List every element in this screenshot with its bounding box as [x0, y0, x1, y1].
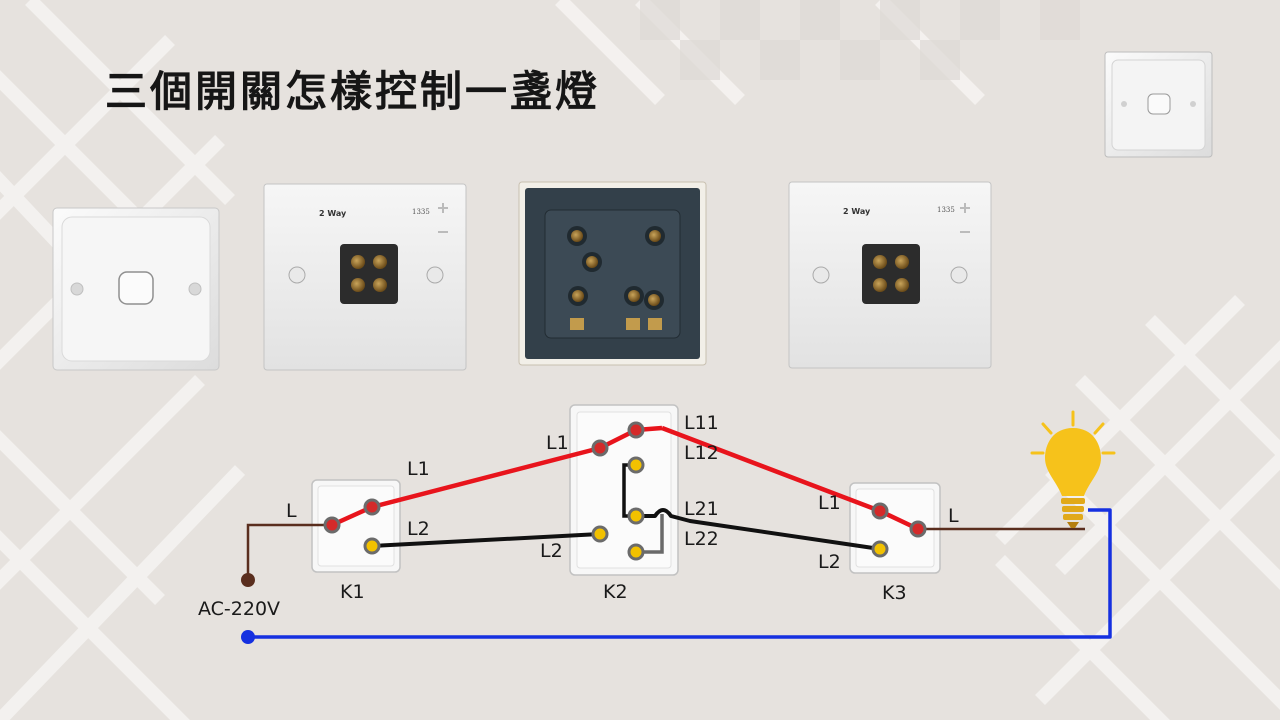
page-title: 三個開關怎樣控制一盞燈: [105, 67, 601, 116]
k1-terminal-l-label: L: [286, 500, 297, 522]
switch-back-icon: [788, 181, 992, 369]
k2-in-2-label: L2: [540, 540, 563, 562]
switch-back-icon: [263, 183, 467, 371]
k2-out-22-label: L22: [684, 528, 719, 550]
traveler-wire-k2-k3: [636, 508, 881, 551]
k2-internal-link-2: [636, 514, 664, 554]
k1-terminals: [323, 498, 381, 555]
k2-out-11-label: L11: [684, 412, 719, 434]
k3-terminal-l-label: L: [948, 505, 959, 527]
back-plate-label: 2 Way: [843, 207, 871, 216]
k1-terminal-2-label: L2: [407, 518, 430, 540]
k1-terminal-1-label: L1: [407, 458, 430, 480]
back-plate-code: 1335: [937, 206, 955, 214]
background-checker: [640, 0, 1080, 80]
k2-in-1-label: L1: [546, 432, 569, 454]
back-plate-label: 2 Way: [319, 209, 347, 218]
light-bulb-icon: [1030, 410, 1116, 528]
k3-name-label: K3: [882, 582, 907, 604]
k2-out-21-label: L21: [684, 498, 719, 520]
supply-live-terminal: [241, 573, 255, 587]
brown-supply-wire: [246, 523, 332, 580]
back-plate-code: 1335: [412, 208, 430, 216]
k3-terminals: [871, 502, 927, 558]
k3-terminal-2-label: L2: [818, 551, 841, 573]
supply-neutral-terminal: [241, 630, 255, 644]
intermediate-switch-icon: [518, 181, 707, 366]
switch-plate-icon: [1104, 51, 1213, 158]
switch-plate-icon: [52, 207, 220, 371]
k2-out-12-label: L12: [684, 442, 719, 464]
k2-name-label: K2: [603, 581, 628, 603]
traveler-wire-k1-k2: [371, 532, 601, 548]
k1-name-label: K1: [340, 581, 365, 603]
live-wire-k1-k2: [371, 445, 601, 510]
k3-terminal-1-label: L1: [818, 492, 841, 514]
neutral-wire: [248, 508, 1112, 639]
k2-terminals: [591, 421, 645, 561]
supply-voltage-label: AC-220V: [198, 598, 281, 620]
